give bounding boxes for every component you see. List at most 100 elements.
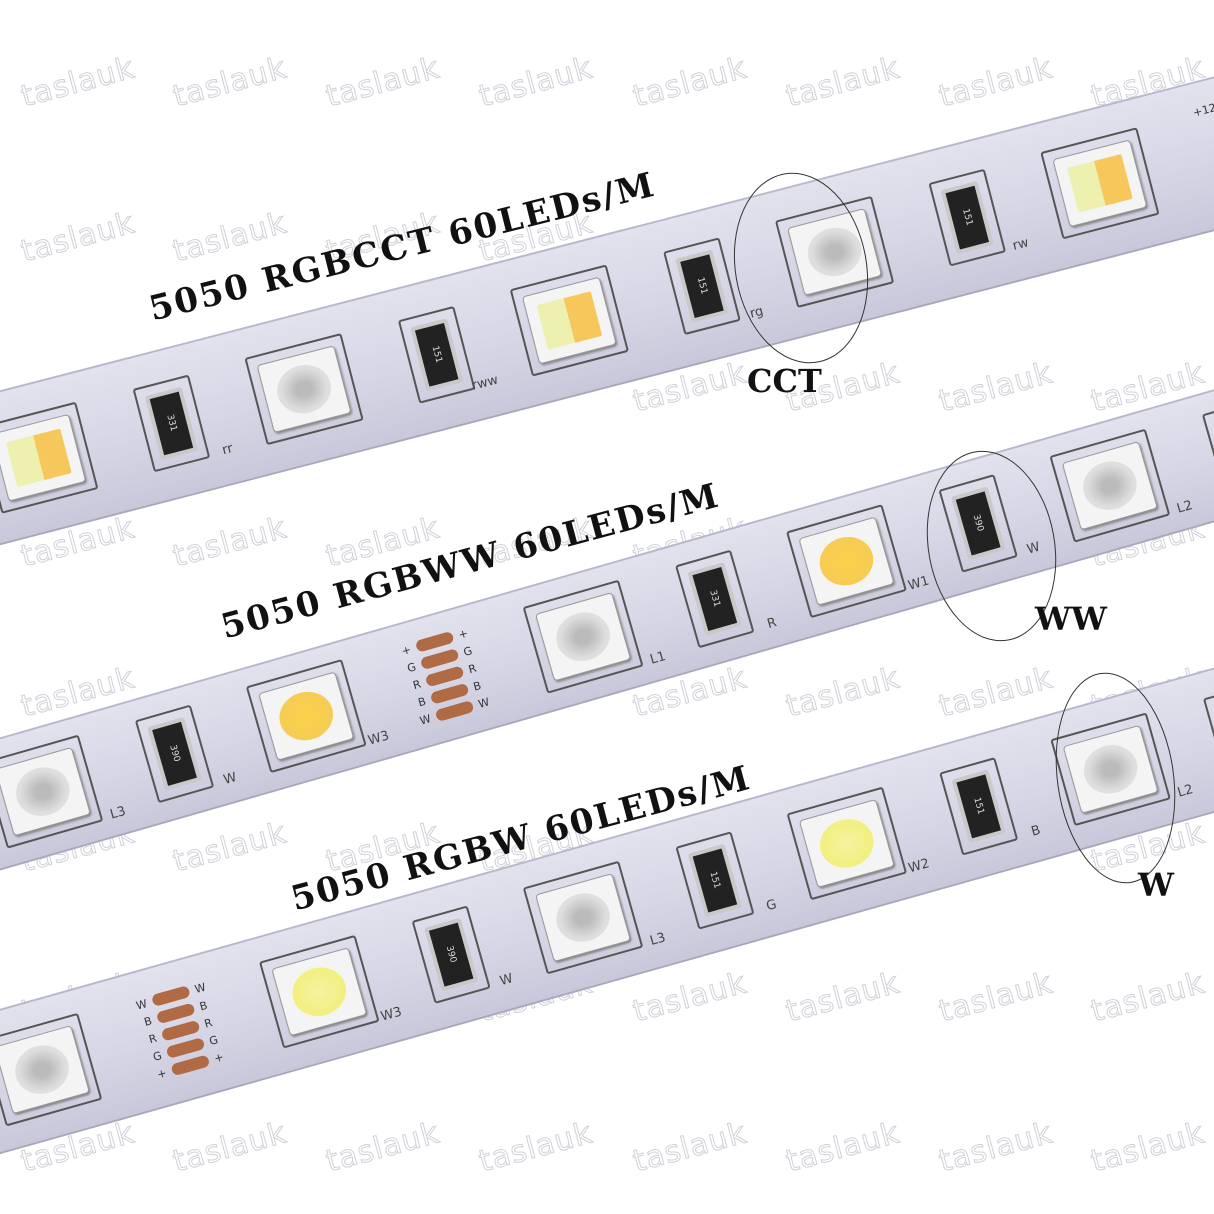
resistor-body: 390	[423, 917, 479, 992]
taslauk-watermark: taslauk	[475, 50, 597, 115]
resistor: 151 rww	[397, 305, 500, 404]
pad-label: +	[456, 626, 470, 642]
silkscreen-label: rr	[220, 441, 235, 459]
pad-label: B	[197, 998, 209, 1013]
resistor-body: 151	[940, 180, 994, 255]
copper-pad	[170, 1054, 211, 1077]
taslauk-watermark: taslauk	[782, 50, 904, 115]
led-chip	[813, 530, 879, 592]
rgb-led: L1	[522, 579, 668, 694]
pad-label: B	[416, 694, 428, 709]
rgb-led	[244, 333, 364, 446]
w-led: W3	[258, 934, 404, 1049]
silkscreen-label: L2	[1175, 498, 1195, 517]
pad-label: R	[202, 1015, 214, 1031]
taslauk-watermark: taslauk	[169, 510, 291, 575]
led-chip	[10, 761, 76, 823]
taslauk-watermark: taslauk	[935, 660, 1057, 725]
pad-label: R	[147, 1031, 159, 1046]
led-package	[534, 592, 631, 682]
pad-label: G	[151, 1048, 164, 1064]
led-package	[256, 345, 352, 434]
taslauk-watermark: taslauk	[1087, 1115, 1209, 1180]
pad-label: W	[418, 711, 433, 728]
led-package	[0, 746, 91, 837]
ww-callout: WW	[1035, 600, 1107, 638]
cct-led	[509, 264, 630, 377]
taslauk-watermark: taslauk	[935, 50, 1057, 115]
pad-label: W	[134, 996, 149, 1013]
led-package	[798, 516, 895, 606]
rgb-led: L3	[522, 860, 667, 975]
pad-label: +	[212, 1049, 225, 1065]
led-package	[271, 947, 368, 1037]
w-led: W2	[786, 786, 931, 901]
silkscreen-label: L3	[648, 930, 668, 949]
taslauk-watermark: taslauk	[782, 660, 904, 725]
pad-label: +12V	[1191, 98, 1214, 119]
resistor-body: 151	[410, 318, 464, 392]
silkscreen-label: W	[221, 770, 239, 788]
taslauk-watermark: taslauk	[169, 815, 291, 880]
pad-label: +	[399, 642, 413, 658]
led-package	[1061, 441, 1158, 531]
silkscreen-label: rww	[470, 372, 500, 394]
led-package	[1052, 139, 1148, 228]
taslauk-watermark: taslauk	[17, 205, 139, 270]
resistor-body: 151	[951, 769, 1006, 844]
taslauk-watermark: taslauk	[935, 1115, 1057, 1180]
pad-label: G	[461, 643, 474, 659]
pad-label: B	[142, 1013, 154, 1029]
resistor-body: 331	[144, 386, 199, 461]
taslauk-watermark: taslauk	[1087, 965, 1209, 1030]
taslauk-watermark: taslauk	[629, 965, 751, 1030]
led-package	[0, 413, 87, 502]
led-package	[0, 1025, 90, 1115]
led-chip	[286, 961, 352, 1023]
led-chip	[273, 685, 339, 747]
led-package	[258, 671, 355, 761]
taslauk-watermark: taslauk	[17, 50, 139, 115]
led-chip	[271, 359, 337, 420]
led-package	[521, 276, 617, 365]
led-chip	[1077, 455, 1143, 517]
taslauk-watermark: taslauk	[322, 50, 444, 115]
cct-led	[1040, 127, 1160, 240]
led-chip	[550, 606, 616, 668]
w-callout: W	[1138, 866, 1174, 904]
ww-led: W3	[245, 659, 391, 774]
pad-label: R	[466, 661, 478, 676]
resistor: 331 rr	[132, 374, 235, 473]
led-chip	[814, 813, 880, 874]
silkscreen-label: W2	[906, 856, 932, 877]
silkscreen-label: L2	[1175, 782, 1195, 801]
rgb-led	[0, 1012, 103, 1127]
resistor-body: 151	[675, 249, 729, 323]
taslauk-watermark: taslauk	[322, 1115, 444, 1180]
ww-led: W1	[785, 504, 931, 619]
taslauk-watermark: taslauk	[169, 50, 291, 115]
taslauk-watermark: taslauk	[782, 1115, 904, 1180]
pad-label: +	[155, 1065, 168, 1081]
resistor: 151 rw	[928, 168, 1030, 267]
resistor-body: 390	[147, 716, 202, 791]
silkscreen-label: W1	[906, 573, 931, 594]
led-chip	[9, 1039, 75, 1101]
silkscreen-label: R	[765, 615, 779, 633]
silkscreen-label: L1	[648, 649, 668, 668]
taslauk-watermark: taslauk	[475, 1115, 597, 1180]
silkscreen-label: rw	[1011, 235, 1031, 254]
taslauk-watermark: taslauk	[935, 355, 1057, 420]
pad-label: W	[476, 694, 491, 711]
rgb-led: L2	[1049, 428, 1194, 543]
led-chip	[1067, 154, 1133, 213]
pad-label: B	[471, 678, 483, 694]
taslauk-watermark: taslauk	[169, 1115, 291, 1180]
